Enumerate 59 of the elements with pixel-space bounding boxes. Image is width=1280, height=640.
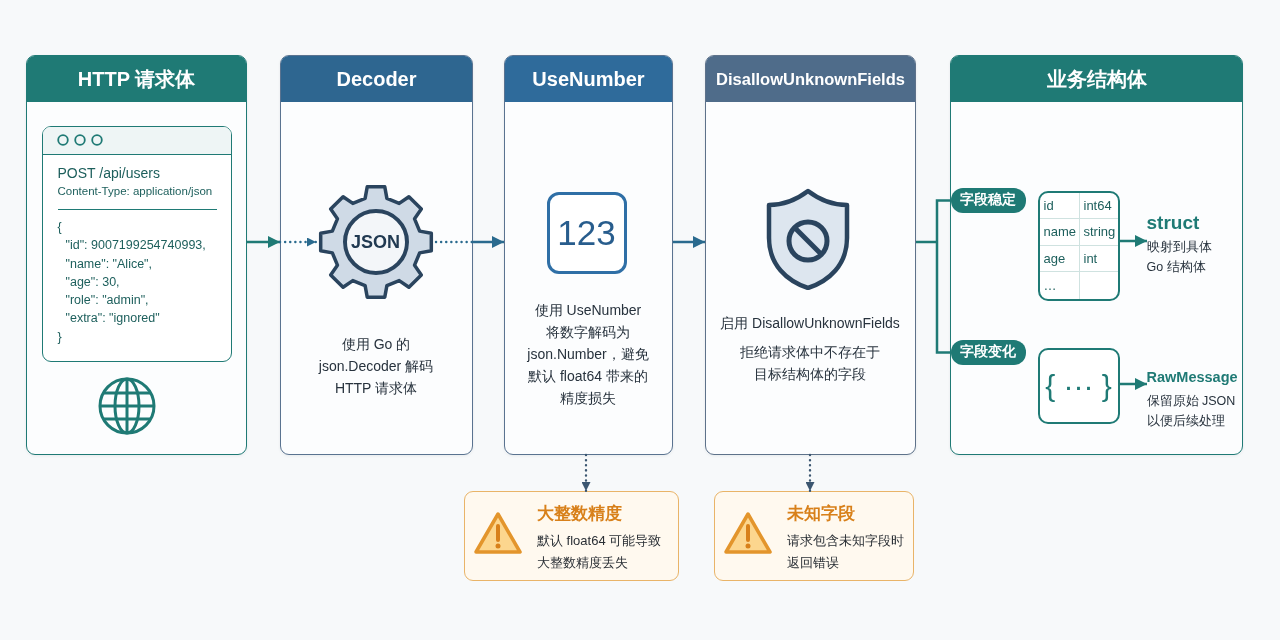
table-cell: string [1079, 219, 1118, 246]
struct-table [1037, 190, 1120, 301]
table-cell: int64 [1079, 192, 1118, 219]
table-cell: … [1039, 272, 1080, 299]
process-panel [26, 55, 247, 455]
code-line: { [57, 219, 62, 236]
connector-line [935, 242, 951, 354]
arrow [581, 453, 591, 493]
table-cell: name [1039, 219, 1080, 246]
connector-line [434, 240, 475, 244]
panel-header: HTTP 请求体 [27, 56, 246, 102]
arrow [673, 236, 705, 248]
process-panel [280, 55, 473, 455]
request-window [41, 125, 232, 362]
type-name: RawMessage [1146, 367, 1238, 387]
connector-line [916, 240, 937, 244]
warning-title: 未知字段 [787, 503, 855, 525]
number-tile: 123 [546, 191, 627, 274]
gear-label: JSON [351, 231, 400, 252]
header-line: Content-Type: application/json [57, 183, 213, 199]
table-cell: id [1039, 192, 1080, 219]
panel-header: DisallowUnknownFields [706, 56, 915, 102]
description-text: 使用 Go 的 json.Decoder 解码 HTTP 请求体 [317, 335, 435, 398]
arrow [805, 453, 815, 493]
description-text: 映射到具体 Go 结构体 [1146, 238, 1213, 276]
arrow [278, 237, 318, 247]
panel-header: UseNumber [505, 56, 672, 102]
code-line: "name": "Alice", [65, 255, 153, 273]
warning-title: 大整数精度 [537, 503, 622, 525]
warning-box [464, 491, 679, 581]
code-line: } [57, 328, 62, 346]
process-panel [504, 55, 673, 455]
process-panel [705, 55, 916, 455]
description-text: 启用 DisallowUnknownFields [719, 314, 901, 333]
json-block-box: { ··· } [1037, 347, 1120, 424]
tag-pill: 字段稳定 [950, 187, 1026, 213]
panel-header: Decoder [281, 56, 472, 102]
warning-text: 请求包含未知字段时返回错误 [787, 532, 905, 572]
request-line: POST /api/users [57, 163, 160, 182]
warning-text: 默认 float64 可能导致大整数精度丢失 [537, 532, 663, 572]
arrow [1120, 378, 1147, 390]
panel-header: 业务结构体 [951, 56, 1242, 102]
code-line: "age": 30, [65, 273, 120, 291]
connector-line [935, 199, 951, 242]
warning-box [714, 491, 914, 581]
process-panel [950, 55, 1243, 455]
type-name: struct [1146, 210, 1200, 235]
arrow [1120, 235, 1147, 247]
arrow [247, 236, 280, 248]
table-cell: int [1079, 245, 1118, 272]
description-text: 保留原始 JSON 以便后续处理 [1146, 392, 1237, 430]
table-cell: age [1039, 245, 1080, 272]
code-line: "id": 9007199254740993, [65, 237, 206, 255]
description-text: 使用 UseNumber 将数字解码为 json.Number，避免默认 float64 带来的精度损失 [526, 301, 650, 408]
code-line: "role": "admin", [65, 292, 149, 310]
description-text: 拒绝请求体中不存在于目标结构体的字段 [739, 343, 881, 384]
tag-pill: 字段变化 [950, 339, 1026, 365]
arrow [473, 236, 504, 248]
code-line: "extra": "ignored" [65, 310, 160, 328]
